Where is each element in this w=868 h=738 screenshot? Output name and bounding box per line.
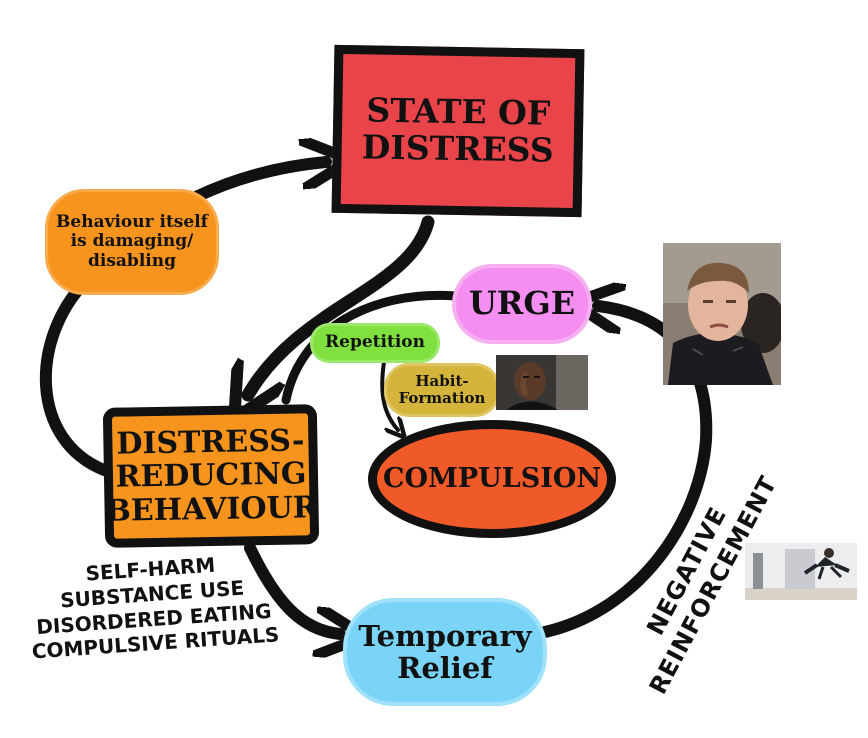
repetition-label: Repetition [325,332,425,353]
state-of-distress-box: STATE OF DISTRESS [331,44,585,218]
behaviour-box-line2: REDUCING [115,456,307,495]
jumping-person-photo [745,543,857,600]
behaviour-examples-list: SELF-HARM SUBSTANCE USE DISORDERED EATIN… [15,548,291,666]
arrow-behaviour-to-relief [244,542,340,634]
damaging-line1: Behaviour itself [56,212,208,233]
damaging-line2: is damaging/ [70,231,194,252]
state-of-distress-line2: DISTRESS [361,127,555,170]
thinking-man-photo [496,355,588,410]
arrow-relief-to-urge [539,306,713,638]
habit-line1: Habit- [415,372,469,391]
arrow-distress-to-behaviour [248,215,435,395]
arrow-urge-loop [281,290,461,405]
temporary-relief-blob: Temporary Relief [347,602,543,702]
habit-line2: Formation [398,389,486,407]
state-of-distress-line1: STATE OF [366,90,551,133]
urge-label: URGE [468,284,576,323]
compulsion-label: COMPULSION [382,462,602,494]
arrow-repetition-to-compulsion [380,360,398,430]
behaviour-box-line3: BEHAVIOUR [105,489,318,529]
urge-blob: URGE [456,268,588,340]
behaviour-damaging-note: Behaviour itself is damaging/ disabling [48,192,216,292]
repetition-note: Repetition [313,326,437,360]
distress-reducing-behaviour-box: DISTRESS- REDUCING BEHAVIOUR [102,404,320,548]
relief-line2: Relief [397,651,493,685]
relief-line1: Temporary [358,618,532,653]
compulsion-ellipse: COMPULSION [368,420,616,538]
strained-face-photo [663,243,781,385]
habit-formation-note: Habit- Formation [387,366,497,414]
damaging-line3: disabling [88,250,176,271]
behaviour-box-line1: DISTRESS- [116,422,305,462]
